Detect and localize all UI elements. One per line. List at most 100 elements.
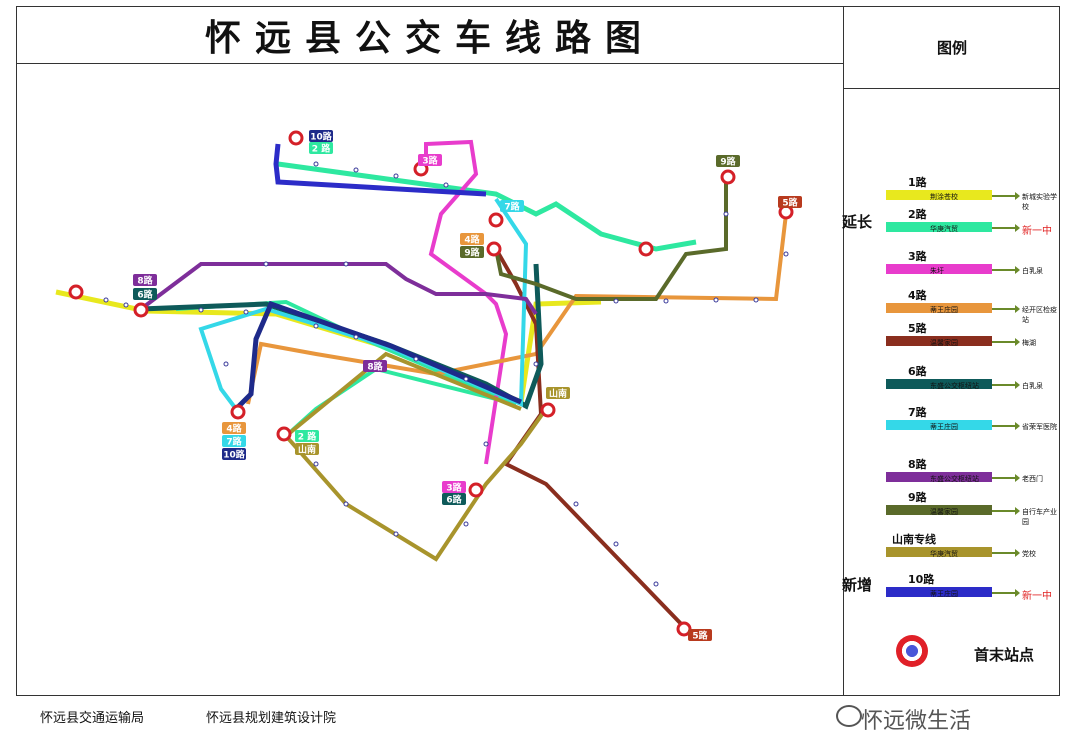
route-7-line[interactable] [198,197,529,411]
route-tag-label: 8路 [137,275,153,287]
arrow-right-icon [992,305,1020,313]
arrow-right-icon [992,507,1020,515]
legend-route-name: 6路 [908,365,927,378]
wechat-icon [836,705,862,727]
route-tag: 山南 [546,387,570,400]
arrow-right-icon [992,474,1020,482]
terminal-station-icon [896,635,928,667]
route-tag: 5路 [778,196,802,209]
route-tag-label: 6路 [446,494,462,506]
route-tag-label: 2 路 [298,431,317,443]
route-10-line-b[interactable] [234,300,522,411]
route-tag: 4路 [222,422,246,435]
legend-route-to: 经开区检疫站 [1022,306,1057,324]
legend-route-swatch [886,190,992,200]
route-tag: 3路 [442,481,466,494]
legend-route-to: 省荣军医院 [1022,423,1057,431]
legend-route-to: 白乳泉 [1022,382,1043,390]
route-tag-label: 4路 [464,234,480,246]
stop-dots[interactable] [103,161,789,587]
legend-row: 2路华庚汽贸新一中 [844,206,1061,252]
route-tag-label: 6路 [137,289,153,301]
route-10-line[interactable] [273,143,487,197]
route-tag: 7路 [222,435,246,448]
route-shannan-line[interactable] [283,351,548,562]
route-tag-label: 5路 [782,197,798,209]
legend-route-from: 东盛公交枢纽站 [930,475,979,483]
route-tag-label: 3路 [446,482,462,494]
legend-route-from: 朱圩 [930,267,944,275]
terminal-stations[interactable] [68,130,794,637]
route-2-line[interactable] [277,161,697,252]
legend-row: 10路蒂王庄园新一中 [844,571,1061,617]
legend-route-from: 蒂王庄园 [930,306,958,314]
route-8-line[interactable] [139,262,538,316]
arrow-right-icon [992,549,1020,557]
route-tag: 9路 [716,155,740,168]
footer-org-design: 怀远县规划建筑设计院 [206,711,337,726]
legend-row: 5路温馨家园梅湖 [844,320,1061,366]
legend-route-from: 蒂王庄园 [930,590,958,598]
map-frame [16,6,1060,696]
legend-route-swatch [886,264,992,274]
legend-route-from: 东盛公交枢纽站 [930,382,979,390]
section-extend-label: 延长 [842,213,873,231]
route-tag-label: 7路 [226,436,242,448]
arrow-right-icon [992,338,1020,346]
legend-route-to: 新城实验学校 [1022,193,1057,211]
legend-route-name: 5路 [908,322,927,335]
route-tag: 8路 [363,360,387,373]
legend-route-to: 白乳泉 [1022,267,1043,275]
legend-route-from: 温馨家园 [930,508,958,516]
route-4-line[interactable] [246,213,788,405]
legend-route-name: 1路 [908,176,927,189]
arrow-right-icon [992,381,1020,389]
route-3-line[interactable] [424,139,509,465]
route-tag-label: 2 路 [312,143,331,155]
route-tag-label: 7路 [504,201,520,213]
footer-org-transport: 怀远县交通运输局 [40,711,145,726]
route-tag: 4路 [460,233,484,246]
route-tag: 7路 [500,200,524,213]
route-tag-label: 9路 [464,247,480,259]
legend-route-name: 山南专线 [892,533,936,546]
route-tag-label: 4路 [226,423,242,435]
route-tag: 6路 [442,493,466,506]
route-tag: 9路 [460,246,484,259]
route-tag-label: 9路 [720,156,736,168]
legend-route-to: 党校 [1022,550,1036,558]
arrow-right-icon [992,422,1020,430]
route-tag: 10路 [309,130,333,143]
legend-row: 1路荆涂苍校新城实验学校 [844,174,1061,220]
arrow-right-icon [992,224,1020,232]
legend-route-to: 新一中 [1022,226,1052,237]
route-tag: 2 路 [295,430,319,443]
legend-route-name: 8路 [908,458,927,471]
legend-row: 3路朱圩白乳泉 [844,248,1061,294]
route-tag-label: 10路 [310,131,333,143]
route-tag: 5路 [688,629,712,642]
legend-route-name: 4路 [908,289,927,302]
legend-route-name: 9路 [908,491,927,504]
route-tag-label: 3路 [422,155,438,167]
legend-route-swatch [886,336,992,346]
route-tag: 山南 [295,443,319,456]
route-6-line[interactable] [140,263,544,410]
arrow-right-icon [992,589,1020,597]
legend-route-swatch [886,222,992,232]
route-tag-label: 山南 [549,388,567,400]
footer: 怀远县交通运输局 怀远县规划建筑设计院 怀远微生活 [16,697,1060,737]
route-tag-label: 山南 [298,444,316,456]
legend-route-to: 新一中 [1022,591,1052,602]
route-tag-label: 8路 [367,361,383,373]
legend-route-swatch [886,587,992,597]
legend-route-from: 温馨家园 [930,339,958,347]
legend-route-from: 蒂王庄园 [930,423,958,431]
route-tag: 10路 [222,448,246,461]
arrow-right-icon [992,266,1020,274]
legend-route-swatch [886,379,992,389]
route-tag-label: 5路 [692,630,708,642]
terminal-station-label: 首末站点 [974,646,1035,664]
